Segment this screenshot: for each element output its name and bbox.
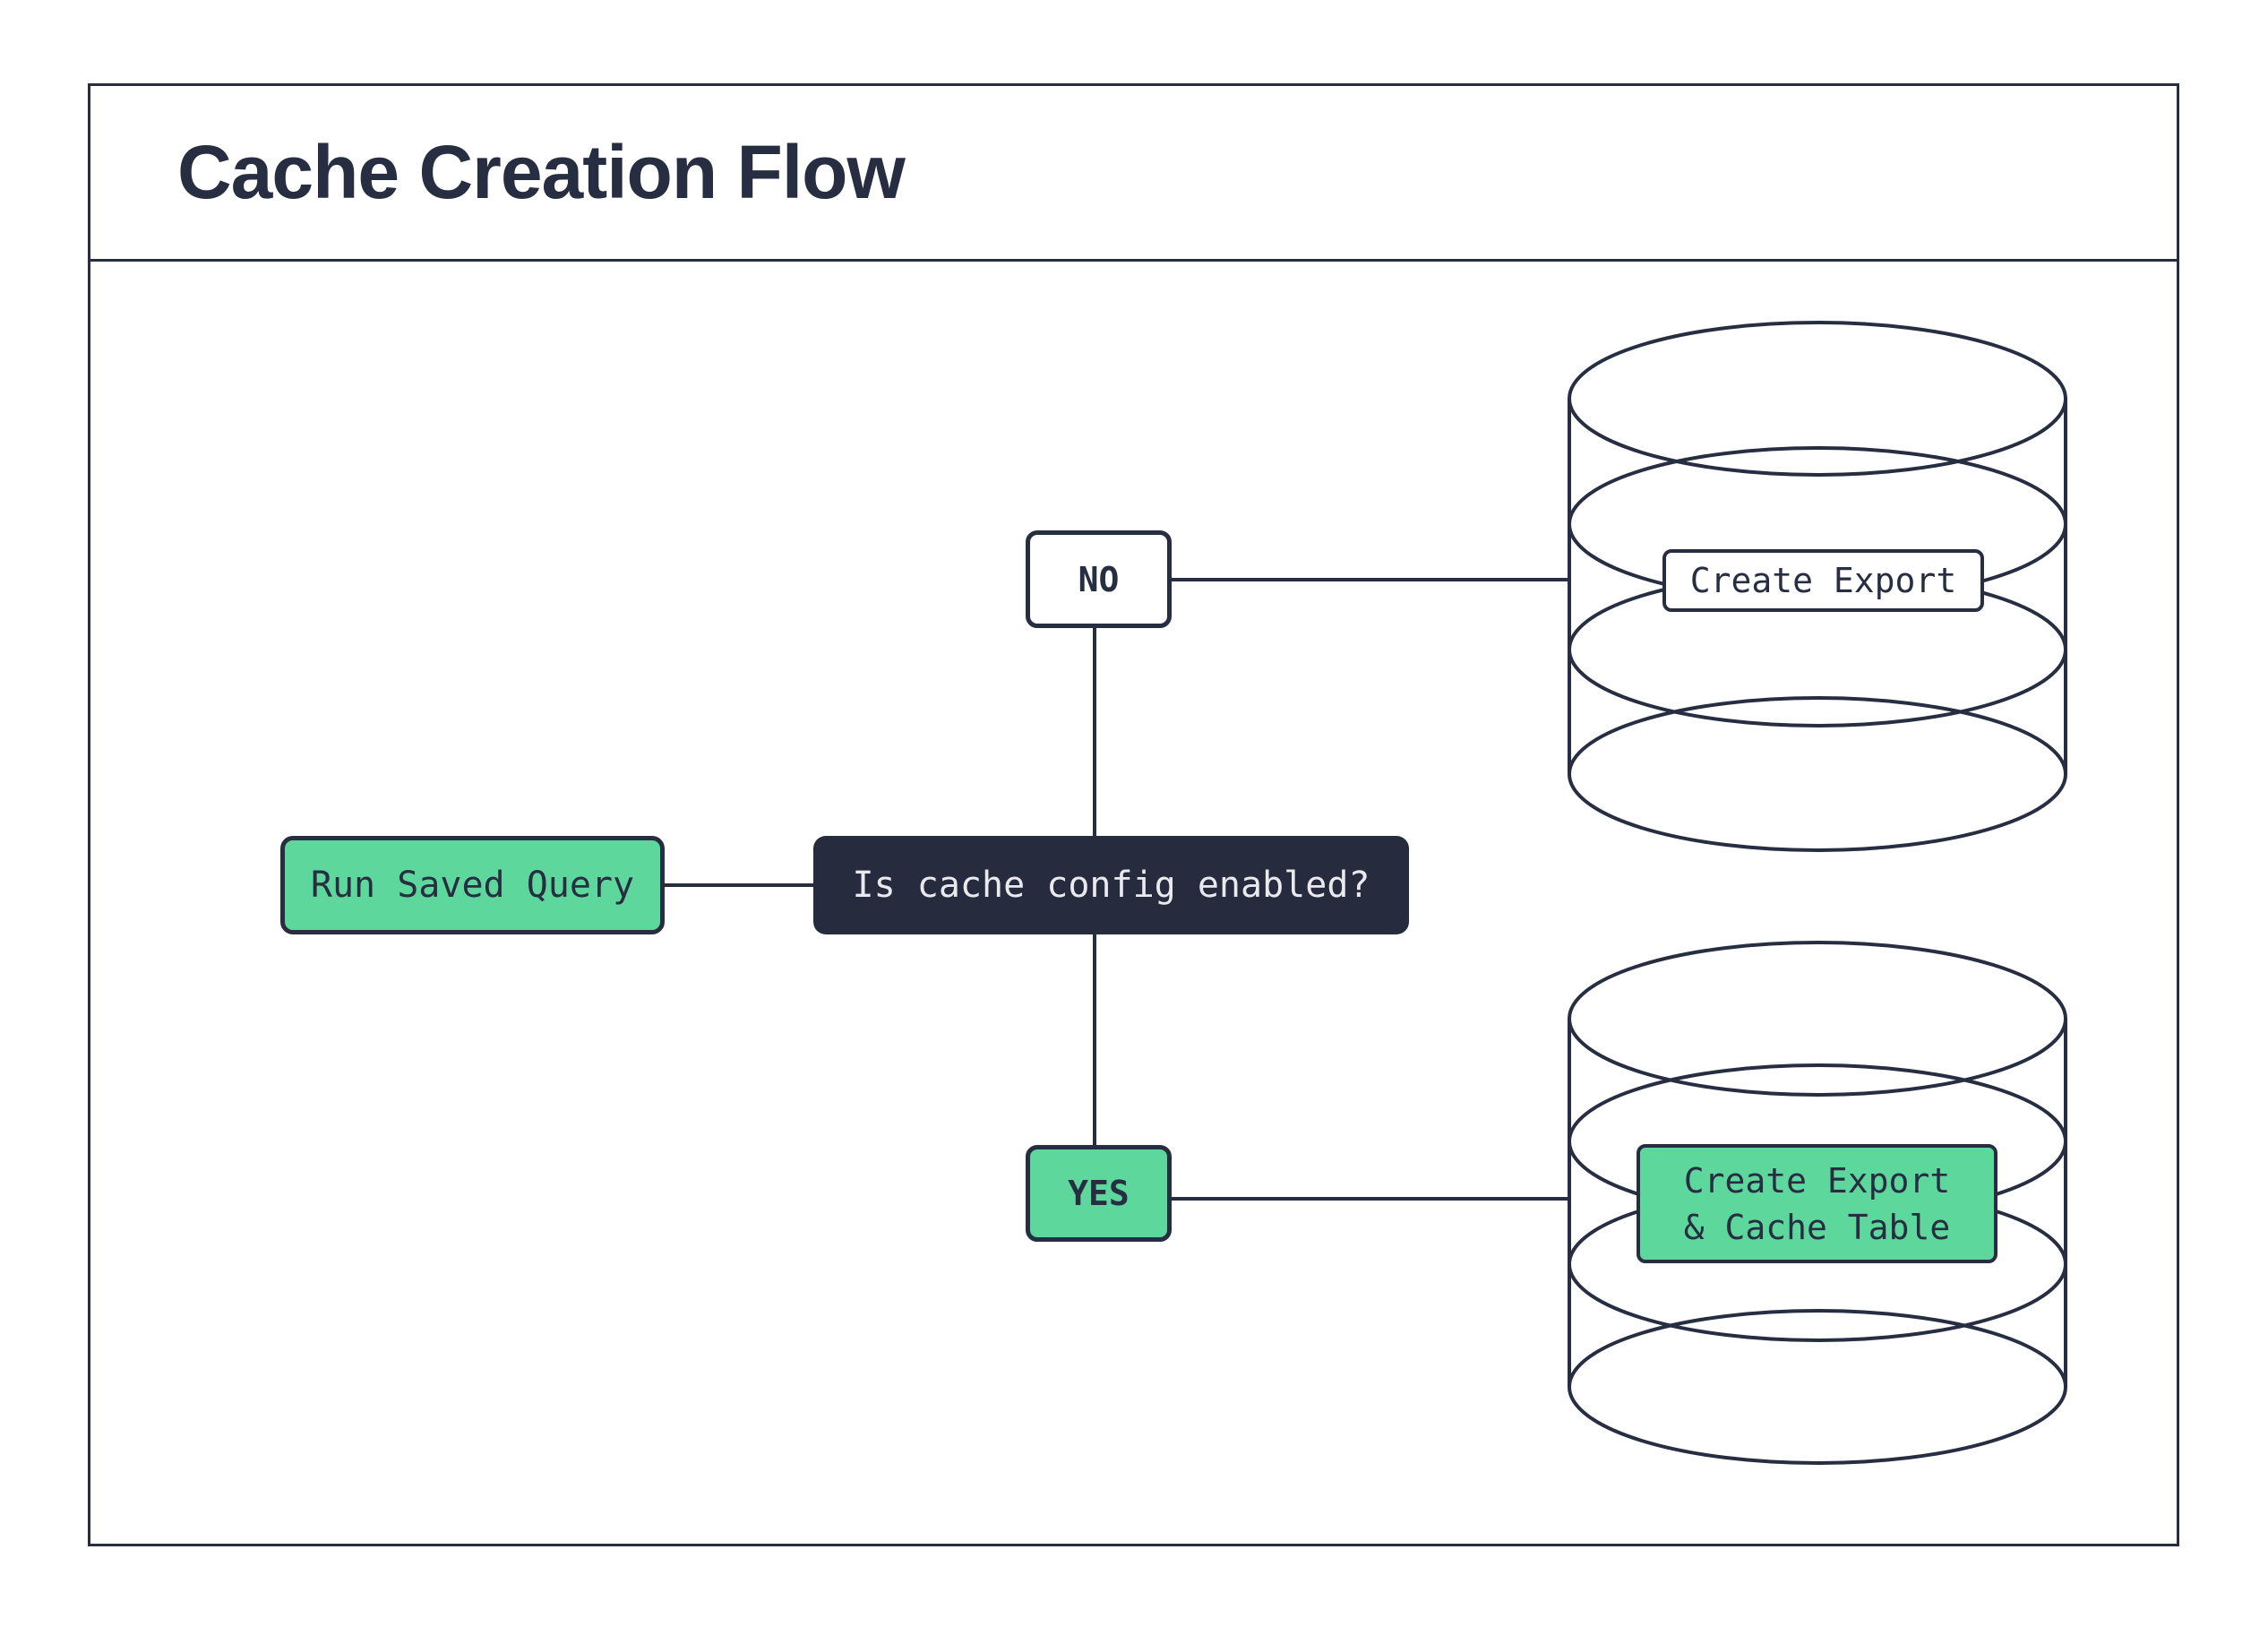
node-branch-no: NO <box>1026 530 1172 628</box>
label-create-export-text: Create Export <box>1689 561 1957 600</box>
node-branch-yes: YES <box>1026 1145 1172 1242</box>
node-branch-yes-label: YES <box>1068 1174 1130 1213</box>
node-run-saved-query-label: Run Saved Query <box>310 865 635 906</box>
diagram-header: Cache Creation Flow <box>88 83 2179 262</box>
node-cache-config-decision-label: Is cache config enabled? <box>852 865 1370 906</box>
label-create-export: Create Export <box>1662 549 1984 612</box>
node-run-saved-query: Run Saved Query <box>280 836 665 934</box>
page-title: Cache Creation Flow <box>177 130 906 214</box>
label-create-export-cache-line1: Create Export <box>1683 1160 1951 1201</box>
node-cache-config-decision: Is cache config enabled? <box>813 836 1409 934</box>
label-create-export-cache-line2: & Cache Table <box>1683 1207 1951 1247</box>
diagram-frame <box>88 83 2179 1546</box>
label-create-export-cache-table: Create Export & Cache Table <box>1637 1144 1997 1263</box>
database-icon-top <box>1568 321 2067 852</box>
node-branch-no-label: NO <box>1078 559 1120 599</box>
